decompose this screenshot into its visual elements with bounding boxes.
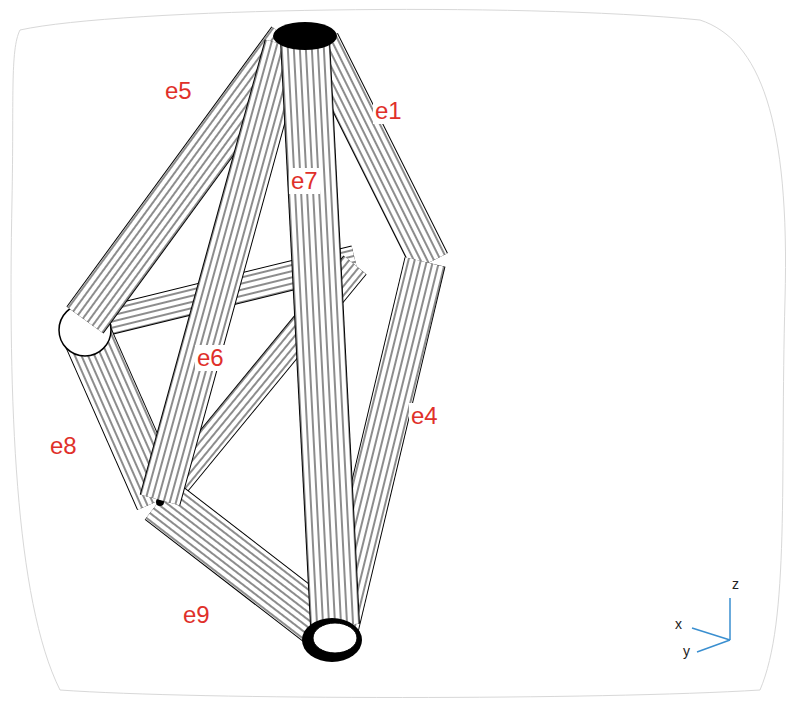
axis-label: z (732, 577, 739, 592)
strut (305, 40, 335, 625)
part-label: e4 (409, 403, 440, 429)
strut (160, 45, 285, 500)
axis-label: y (683, 644, 690, 659)
part-label: e1 (373, 98, 404, 124)
part-label: e6 (195, 345, 226, 371)
background-outline (11, 9, 786, 697)
part-label: e7 (289, 168, 320, 194)
truss-members (59, 40, 430, 635)
part-label: e8 (48, 433, 79, 459)
axis-label: x (675, 617, 682, 632)
bottom-joint (302, 618, 362, 662)
part-label: e9 (181, 602, 212, 628)
top-joint (273, 22, 337, 50)
axis-triad (692, 598, 730, 652)
part-label: e5 (163, 78, 194, 104)
bottom-joint (313, 623, 357, 653)
